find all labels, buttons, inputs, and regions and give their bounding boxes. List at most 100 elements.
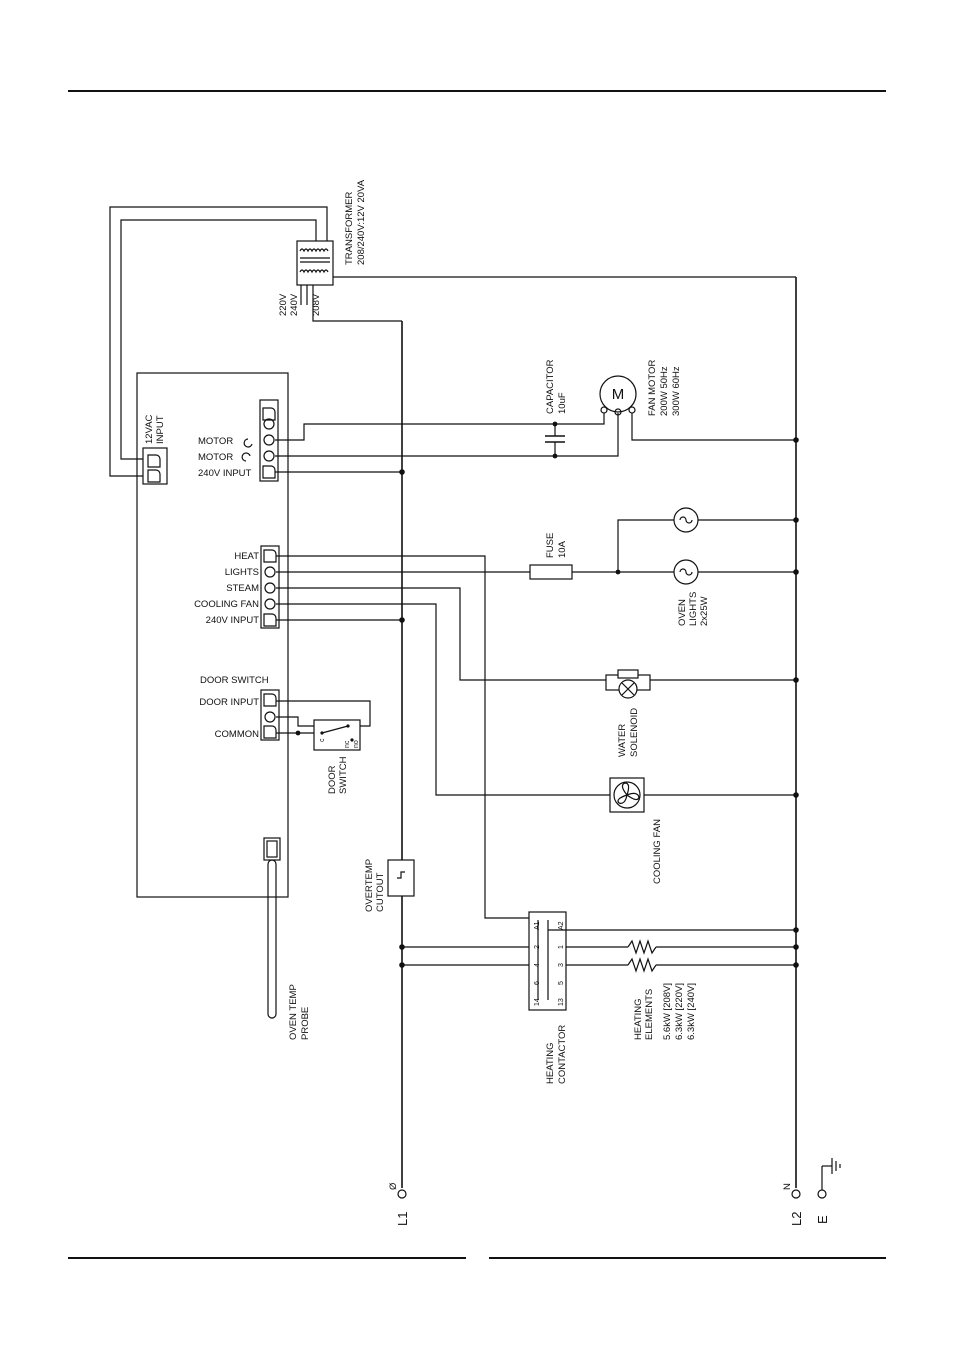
label-ct-5: 5	[558, 981, 565, 985]
label-elements-220: 6.3kW [220V]	[674, 983, 685, 1040]
fuse	[529, 564, 573, 580]
label-ct-a2: A2	[558, 921, 565, 930]
label-ct-13: 13	[558, 998, 565, 1006]
heating-contactor	[528, 911, 567, 1011]
rotation-cw-icon	[243, 438, 253, 448]
label-elements-240: 6.3kW [240V]	[686, 983, 697, 1040]
label-tap-208: 208V	[311, 293, 322, 316]
connector-door	[260, 689, 280, 741]
label-fan-motor-60: 300W 60Hz	[671, 366, 682, 416]
label-water: WATER	[617, 724, 628, 757]
label-sw-c: c	[319, 738, 326, 742]
label-elements-2: ELEMENTS	[644, 989, 655, 1040]
wire-door-input	[276, 700, 371, 727]
cutout-symbol-icon	[397, 871, 405, 879]
junctions	[295, 421, 799, 968]
label-fan-motor-50: 200W 50Hz	[659, 366, 670, 416]
wire-motor-cw	[275, 413, 605, 441]
label-cutout: CUTOUT	[375, 872, 386, 912]
label-tap-220: 220V	[278, 293, 289, 316]
water-solenoid	[605, 669, 651, 699]
wire-heat	[276, 555, 529, 919]
label-tap-240: 240V	[289, 293, 300, 316]
label-l2: L2	[789, 1212, 804, 1226]
wire-12vac-a	[120, 219, 317, 460]
label-solenoid: SOLENOID	[629, 708, 640, 757]
label-probe-1: OVEN TEMP	[288, 984, 299, 1040]
cooling-fan	[609, 777, 645, 813]
label-ct-4: 4	[534, 963, 541, 967]
label-fuse: FUSE	[545, 533, 556, 558]
wire-lights-branch	[617, 519, 796, 572]
label-elements-1: HEATING	[633, 998, 644, 1040]
label-fan-motor: FAN MOTOR	[647, 360, 658, 416]
terminal-earth	[817, 1189, 827, 1199]
terminal-l1	[397, 1189, 407, 1199]
transformer	[296, 240, 334, 286]
wire-tf-208	[312, 285, 402, 322]
wire-steam	[276, 587, 606, 681]
label-capacitor: CAPACITOR	[545, 359, 556, 414]
label-contactor-1: HEATING	[545, 1042, 556, 1084]
label-transformer: TRANSFORMER	[344, 192, 355, 266]
door-switch	[313, 719, 361, 751]
label-oven-lights-3: 2x25W	[699, 596, 710, 626]
label-l1-phase: Ø	[388, 1182, 399, 1190]
label-steam: STEAM	[226, 583, 259, 594]
wire-motor-common	[631, 413, 796, 441]
label-probe-2: PROBE	[300, 1007, 311, 1040]
capacitor	[545, 424, 565, 456]
wire-12vac-b	[109, 206, 328, 477]
label-240v-input-top: 240V INPUT	[198, 468, 252, 479]
label-door-switch-header: DOOR SWITCH	[200, 675, 269, 686]
label-ct-14: 14	[534, 998, 541, 1006]
label-contactor-2: CONTACTOR	[557, 1025, 568, 1084]
label-lights: LIGHTS	[225, 567, 259, 578]
heating-element-2	[627, 957, 657, 973]
label-common: COMMON	[215, 729, 259, 740]
label-fuse-value: 10A	[557, 540, 568, 558]
label-heat: HEAT	[234, 551, 259, 562]
terminal-l2	[791, 1189, 801, 1199]
connector-motor	[259, 399, 279, 482]
label-motor-ccw: MOTOR	[198, 452, 233, 463]
wire-cooling-fan	[276, 603, 610, 796]
label-sw-no: no	[353, 740, 360, 748]
label-ct-1: 1	[558, 945, 565, 949]
wire-door-mid	[276, 716, 314, 727]
label-sw-nc: nc	[344, 740, 351, 748]
label-earth: E	[815, 1215, 830, 1224]
label-cooling-fan-terminal: COOLING FAN	[194, 599, 259, 610]
oven-light-2	[673, 559, 699, 585]
label-door-switch-1: DOOR	[327, 765, 338, 794]
label-elements-208: 5.6kW [208V]	[662, 983, 673, 1040]
fan-motor	[599, 375, 637, 416]
label-12vac: 12VAC	[144, 414, 155, 444]
label-ct-a1: A1	[534, 921, 541, 930]
label-transformer-rating: 208/240V:12V 20VA	[356, 179, 367, 265]
label-cooling-fan: COOLING FAN	[652, 819, 663, 884]
label-ct-6: 6	[534, 981, 541, 985]
heating-element-1	[627, 939, 657, 955]
connector-outputs	[260, 545, 280, 629]
oven-light-1	[673, 507, 699, 533]
label-240v-input-mid: 240V INPUT	[206, 615, 260, 626]
label-ct-2: 2	[534, 945, 541, 949]
wire-motor-ccw	[275, 413, 619, 457]
label-motor-m: M	[612, 386, 625, 403]
label-oven-lights-2: LIGHTS	[688, 592, 699, 626]
label-oven-lights-1: OVEN	[677, 599, 688, 626]
label-door-input: DOOR INPUT	[199, 697, 259, 708]
label-ct-3: 3	[558, 963, 565, 967]
rotation-ccw-icon	[241, 452, 251, 462]
oven-temp-probe	[263, 837, 281, 1019]
control-board	[136, 372, 289, 898]
label-motor-cw: MOTOR	[198, 436, 233, 447]
label-l2-neutral: N	[782, 1183, 793, 1190]
label-capacitor-value: 10uF	[557, 392, 568, 414]
label-door-switch-2: SWITCH	[338, 756, 349, 794]
label-12vac-input: INPUT	[155, 415, 166, 444]
label-l1: L1	[395, 1212, 410, 1226]
connector-12vac	[142, 447, 168, 485]
